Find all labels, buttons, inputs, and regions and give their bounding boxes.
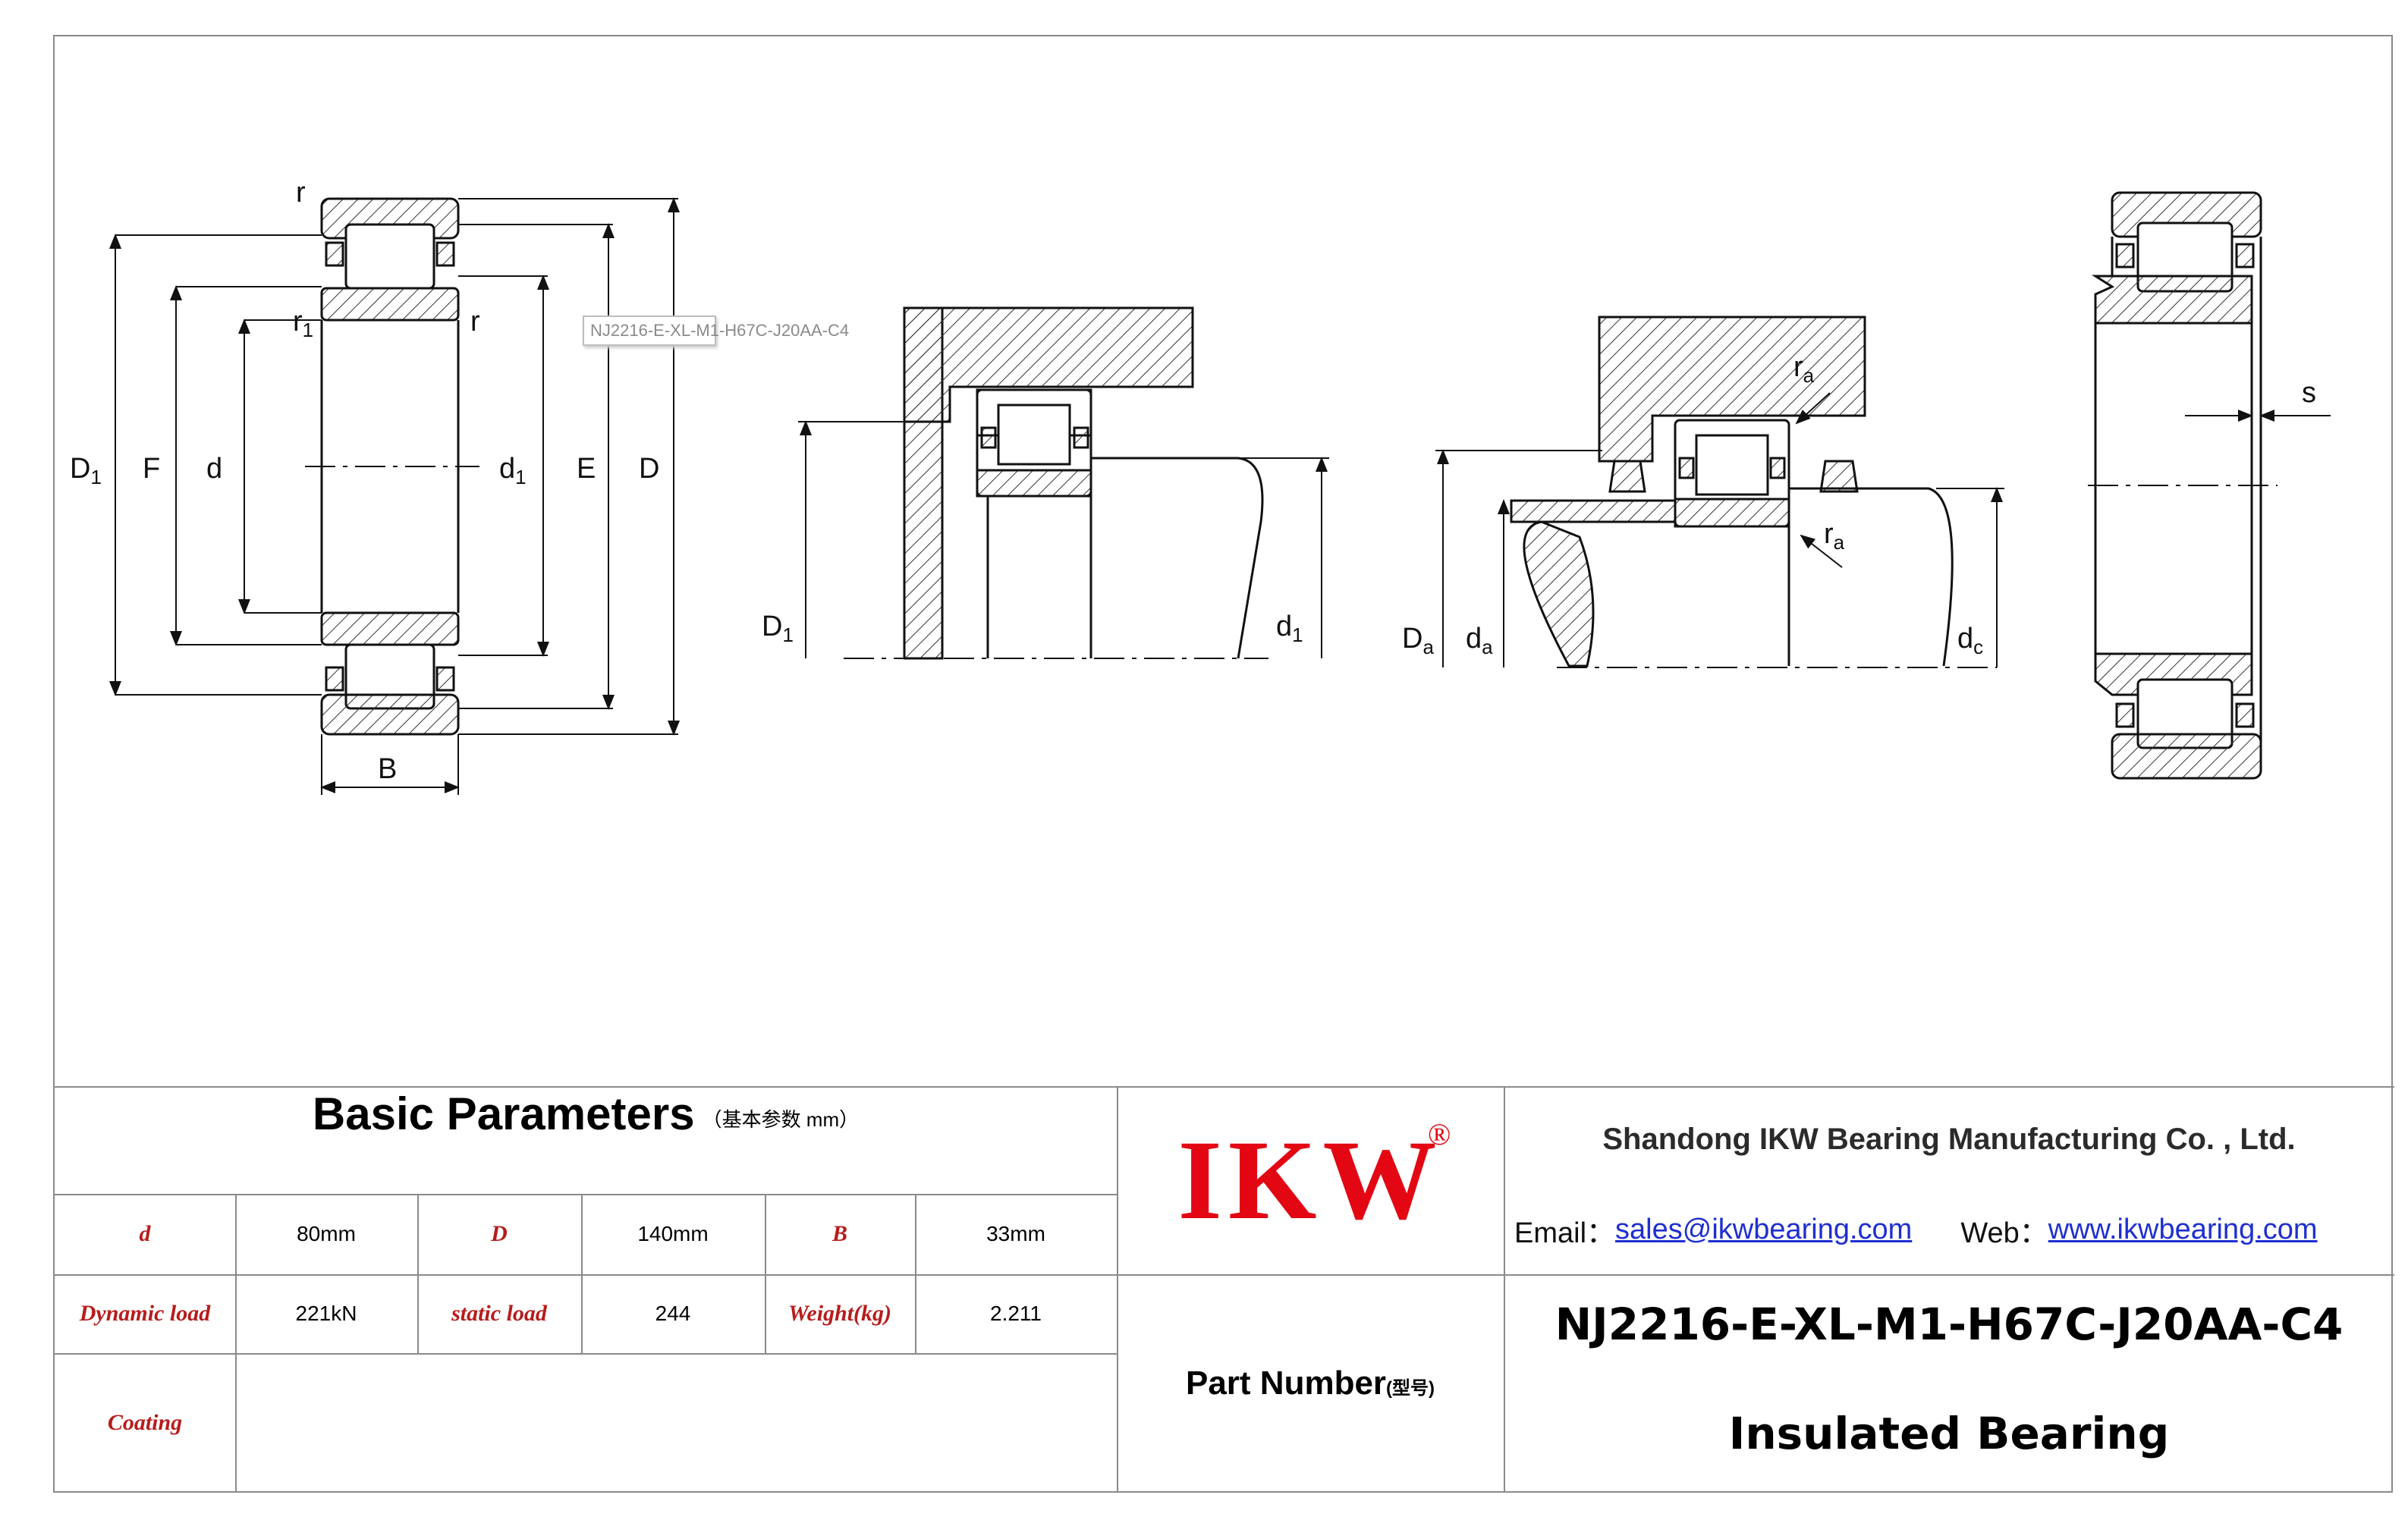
email-label: Email： xyxy=(1514,1217,1616,1249)
label-s: s xyxy=(2302,377,2316,409)
table-rule xyxy=(581,1194,583,1353)
part-number: NJ2216-E-XL-M1-H67C-J20AA-C4 xyxy=(1504,1274,2394,1374)
param-value-D: 140mm xyxy=(637,1222,709,1245)
table-border-top xyxy=(55,1086,2394,1088)
company-name-text: Shandong IKW Bearing Manufacturing Co. ,… xyxy=(1602,1122,2296,1156)
label-dc: dc xyxy=(1957,623,1983,658)
table-rule xyxy=(235,1194,237,1493)
table-rule xyxy=(55,1274,2394,1276)
parameters-title-text: Basic Parameters xyxy=(312,1088,695,1139)
param-label-coating: Coating xyxy=(107,1410,183,1435)
figure-3-labels: ra ra Da da dc xyxy=(1402,351,1983,658)
outer-ring-bottom xyxy=(320,693,460,736)
param-value-B: 33mm xyxy=(986,1222,1045,1245)
label-d: d xyxy=(206,453,222,485)
part-number-text: NJ2216-E-XL-M1-H67C-J20AA-C4 xyxy=(1555,1299,2344,1350)
part-number-label-text: Part Number xyxy=(1185,1365,1387,1402)
email-link[interactable]: sales@ikwbearing.com xyxy=(1615,1213,1913,1245)
label-F: F xyxy=(143,453,160,485)
param-value-d: 80mm xyxy=(297,1222,356,1245)
table-rule xyxy=(915,1194,916,1353)
figure-2-mounting xyxy=(798,306,1329,660)
label-r-top: r xyxy=(296,177,306,209)
label-D1: D1 xyxy=(70,453,102,488)
figure-2-labels: D1 d1 xyxy=(762,611,1303,646)
table-rule xyxy=(55,1194,1117,1195)
bearing-drawings-svg: r r1 r D1 F d d1 E D B xyxy=(70,177,2331,795)
table-rule xyxy=(1504,1086,1505,1493)
drawing-sheet: r r1 r D1 F d d1 E D B xyxy=(53,35,2394,1493)
part-description: Insulated Bearing xyxy=(1504,1374,2394,1493)
table-rule xyxy=(1117,1086,1118,1493)
label-ra-top: ra xyxy=(1793,351,1815,387)
company-name: Shandong IKW Bearing Manufacturing Co. ,… xyxy=(1504,1086,2394,1185)
param-value-dynamic-load: 221kN xyxy=(295,1302,357,1325)
inner-ring-top xyxy=(320,287,460,322)
inner-ring-bottom xyxy=(320,611,460,646)
label-D: D xyxy=(639,453,659,485)
param-value-coating xyxy=(235,1353,1117,1493)
label-d1: d1 xyxy=(499,453,527,488)
table-rule xyxy=(765,1194,766,1353)
technical-drawing: r r1 r D1 F d d1 E D B xyxy=(55,36,2394,1086)
param-label-d: d xyxy=(139,1221,151,1246)
figure-3-mounting xyxy=(1435,316,2004,668)
parameters-title-note: （基本参数 mm） xyxy=(702,1108,860,1131)
param-label-dynamic-load: Dynamic load xyxy=(79,1301,211,1326)
table-rule xyxy=(55,1353,1117,1355)
label-fig2-d1: d1 xyxy=(1276,611,1303,646)
logo-text: IKW xyxy=(1177,1117,1443,1243)
figure-1-labels: r r1 r D1 F d d1 E D B xyxy=(70,177,659,785)
param-value-weight: 2.211 xyxy=(990,1302,1042,1325)
label-r1: r1 xyxy=(293,306,313,341)
ikw-logo: IKW ® xyxy=(1117,1086,1504,1274)
roller-top xyxy=(344,223,435,290)
part-number-label-note: (型号) xyxy=(1386,1378,1435,1399)
figure-1-cross-section xyxy=(109,197,680,795)
param-label-weight: Weight(kg) xyxy=(787,1301,892,1326)
param-label-B: B xyxy=(831,1221,847,1246)
parameters-title: Basic Parameters （基本参数 mm） xyxy=(55,1086,1117,1194)
param-label-static-load: static load xyxy=(451,1301,547,1326)
title-block: Basic Parameters （基本参数 mm） d 80mm D 140m… xyxy=(55,1086,2394,1493)
label-r-mid: r xyxy=(470,306,480,338)
web-link[interactable]: www.ikwbearing.com xyxy=(2048,1213,2318,1245)
part-number-tag: NJ2216-E-XL-M1-H67C-J20AA-C4 xyxy=(583,316,849,346)
web-label: Web： xyxy=(1960,1217,2048,1249)
label-da: da xyxy=(1466,623,1493,658)
param-label-D: D xyxy=(491,1221,508,1246)
figure-4-side-view xyxy=(2088,191,2331,780)
part-number-label: Part Number(型号) xyxy=(1117,1274,1504,1493)
company-contact: Email： sales@ikwbearing.com Web： www.ikw… xyxy=(1504,1185,2394,1274)
table-rule xyxy=(417,1194,419,1353)
registered-mark: ® xyxy=(1428,1117,1451,1151)
param-value-static-load: 244 xyxy=(655,1302,691,1325)
label-Da: Da xyxy=(1402,623,1434,658)
figure-4-labels: s xyxy=(2302,377,2316,409)
label-ra-bottom: ra xyxy=(1824,518,1845,554)
label-E: E xyxy=(577,453,596,485)
part-description-text: Insulated Bearing xyxy=(1728,1408,2170,1459)
label-B: B xyxy=(378,753,397,785)
label-fig2-D1: D1 xyxy=(762,611,794,646)
